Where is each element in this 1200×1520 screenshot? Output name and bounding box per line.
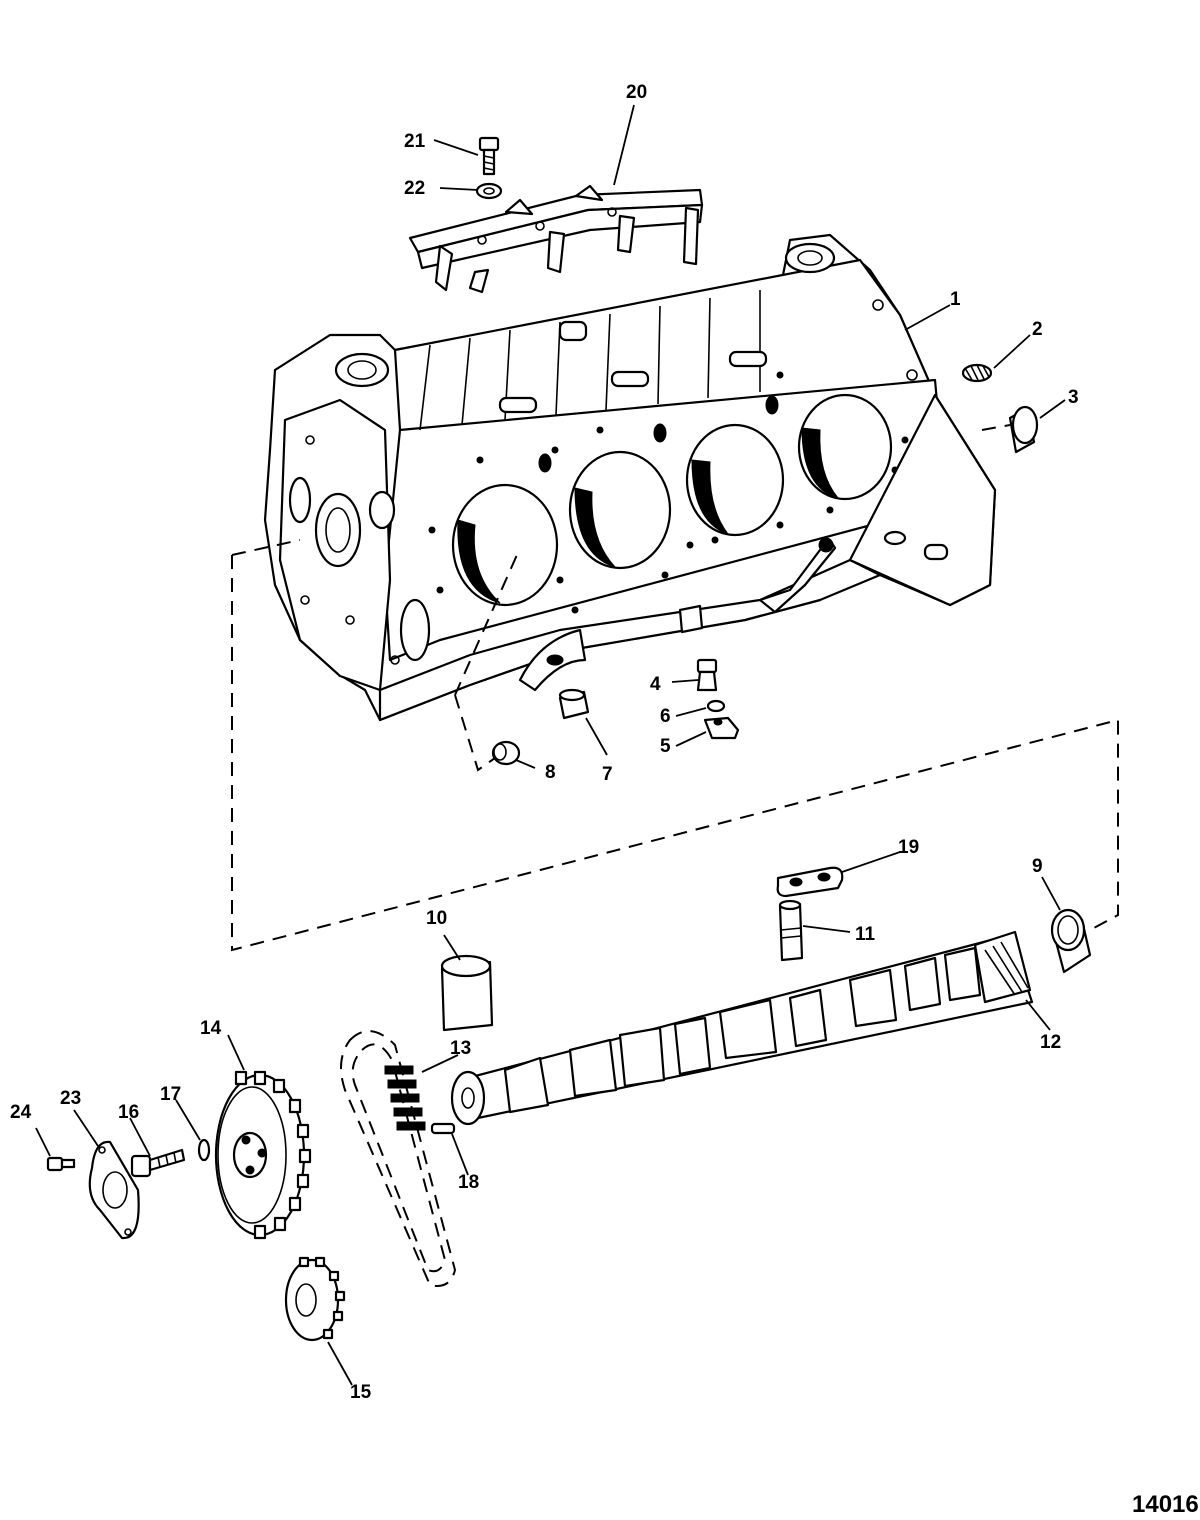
callout-12: 12 xyxy=(1040,1032,1061,1053)
plug-8 xyxy=(491,740,521,766)
callout-13: 13 xyxy=(450,1038,471,1059)
cylinder-block xyxy=(263,233,997,722)
callout-9: 9 xyxy=(1032,856,1043,877)
callout-10: 10 xyxy=(426,908,447,929)
seal-ring-6 xyxy=(706,699,726,713)
callout-20: 20 xyxy=(626,82,647,103)
cylinder-bore-1 xyxy=(451,483,559,607)
lifter-guide-19 xyxy=(776,866,844,898)
callout-4: 4 xyxy=(650,674,661,695)
cam-bearing-10 xyxy=(440,954,494,1032)
valve-lifter-11 xyxy=(778,899,804,962)
callout-24: 24 xyxy=(10,1102,32,1123)
callout-6: 6 xyxy=(660,706,671,727)
drain-valve-5 xyxy=(703,716,740,740)
chain-links xyxy=(384,1065,426,1131)
figure-id: 14016 xyxy=(1132,1491,1199,1518)
crankshaft-sprocket-15 xyxy=(284,1256,346,1342)
washer-17 xyxy=(197,1138,211,1162)
callout-21: 21 xyxy=(404,131,426,152)
screw-21 xyxy=(478,136,500,176)
callout-2: 2 xyxy=(1032,319,1043,340)
callout-labels: 1 2 3 4 5 6 7 8 9 10 11 12 13 14 15 16 1… xyxy=(10,82,1199,1518)
callout-22: 22 xyxy=(404,178,425,199)
callout-18: 18 xyxy=(458,1172,479,1193)
callout-17: 17 xyxy=(160,1084,181,1105)
leader-lines xyxy=(35,104,1066,1386)
assembly-lines xyxy=(231,424,1119,952)
bushing-7 xyxy=(558,688,590,720)
callout-3: 3 xyxy=(1068,387,1079,408)
callout-15: 15 xyxy=(350,1382,372,1403)
timing-chain-13 xyxy=(340,1030,457,1287)
fitting-4 xyxy=(696,658,718,692)
callout-5: 5 xyxy=(660,736,671,757)
cylinder-bore-4 xyxy=(797,393,893,501)
callout-16: 16 xyxy=(118,1102,139,1123)
screw-24 xyxy=(46,1156,76,1172)
callout-11: 11 xyxy=(855,924,876,945)
lifter-retainer xyxy=(408,184,704,294)
callout-1: 1 xyxy=(950,289,961,310)
cylinder-bore-3 xyxy=(685,423,785,537)
cylinder-bore-2 xyxy=(568,450,672,570)
camshaft-sprocket-14 xyxy=(214,1070,312,1240)
screw-16 xyxy=(130,1148,186,1178)
camshaft-12 xyxy=(450,930,1034,1126)
callout-14: 14 xyxy=(200,1018,222,1039)
plug-2 xyxy=(961,363,993,383)
washer-22 xyxy=(475,182,503,200)
callout-7: 7 xyxy=(602,764,613,785)
callout-8: 8 xyxy=(545,762,556,783)
callout-19: 19 xyxy=(898,837,919,858)
plug-3 xyxy=(1008,405,1039,454)
cam-bearing-9 xyxy=(1050,908,1092,974)
dowel-pin-18 xyxy=(430,1122,456,1135)
callout-23: 23 xyxy=(60,1088,81,1109)
thrust-plate-23 xyxy=(88,1140,140,1240)
sprocket-teeth xyxy=(234,1070,312,1240)
